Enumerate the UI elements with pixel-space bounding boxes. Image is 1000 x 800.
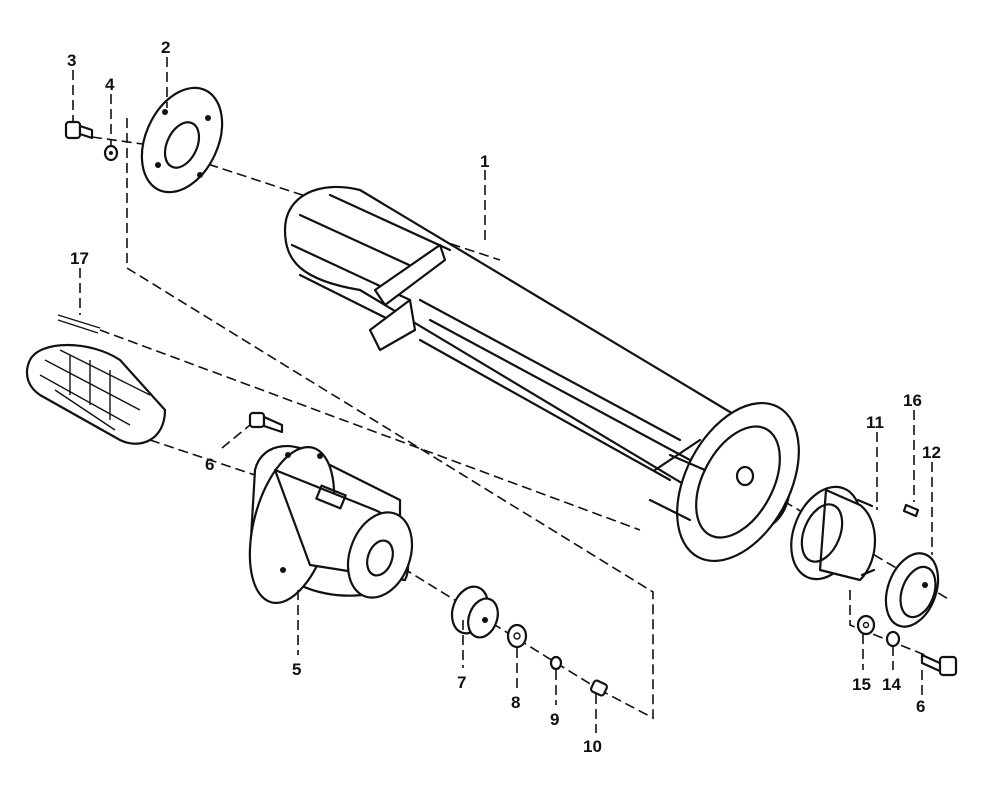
frame-bracket-line <box>126 118 654 720</box>
callout-9: 9 <box>550 710 559 729</box>
motor-to-pulley-line <box>99 329 641 531</box>
tube-fin-clamp-lower <box>368 298 417 352</box>
part-6-bolt-upper <box>248 411 284 434</box>
part-6-bolt-lower <box>920 653 958 677</box>
part-9-nut <box>549 655 563 671</box>
housing-bore <box>366 539 394 577</box>
part-1-tube <box>283 185 800 563</box>
callout-8: 8 <box>511 693 520 712</box>
callout-labels: 1 2 3 4 5 6 7 8 9 10 11 12 14 15 16 17 6 <box>67 38 941 756</box>
part-8-washer <box>506 623 528 649</box>
part-14-nut <box>885 630 901 648</box>
part-12-bearing <box>884 552 940 628</box>
housing-label-plate <box>315 484 347 510</box>
callout-6-lower: 6 <box>916 697 925 716</box>
plate-spline-hole <box>163 121 201 169</box>
callout-7: 7 <box>457 673 466 692</box>
part-17-motor-assembly <box>25 314 167 445</box>
fastener-line-right <box>849 590 926 656</box>
tube-fin-clamp-upper <box>373 243 447 307</box>
callout-11: 11 <box>866 413 884 432</box>
callout-4: 4 <box>105 75 115 94</box>
callout-2: 2 <box>161 38 170 57</box>
motor-stud <box>57 314 101 329</box>
part-15-washer <box>856 614 876 636</box>
callout-10: 10 <box>583 737 602 756</box>
part-2-plate <box>140 86 224 194</box>
callout-16: 16 <box>903 391 922 410</box>
tube-end-hub <box>735 465 755 487</box>
callout-12: 12 <box>922 443 941 462</box>
callout-17: 17 <box>70 249 89 268</box>
part-3-bolt <box>64 120 94 140</box>
part-5-housing <box>248 445 414 604</box>
part-10-screw <box>590 679 608 697</box>
callout-1: 1 <box>480 152 489 171</box>
callout-3: 3 <box>67 51 76 70</box>
part-16-key <box>902 503 920 518</box>
callout-5: 5 <box>292 660 301 679</box>
leader-6-upper <box>221 424 251 449</box>
part-11-coupling <box>790 485 877 582</box>
leader-lines <box>72 57 933 733</box>
callout-14: 14 <box>882 675 901 694</box>
part-7-pulley <box>450 585 499 639</box>
motor-axis-line <box>149 439 301 491</box>
callout-6-upper: 6 <box>205 455 214 474</box>
callout-15: 15 <box>852 675 871 694</box>
part-4-washer <box>103 144 119 162</box>
